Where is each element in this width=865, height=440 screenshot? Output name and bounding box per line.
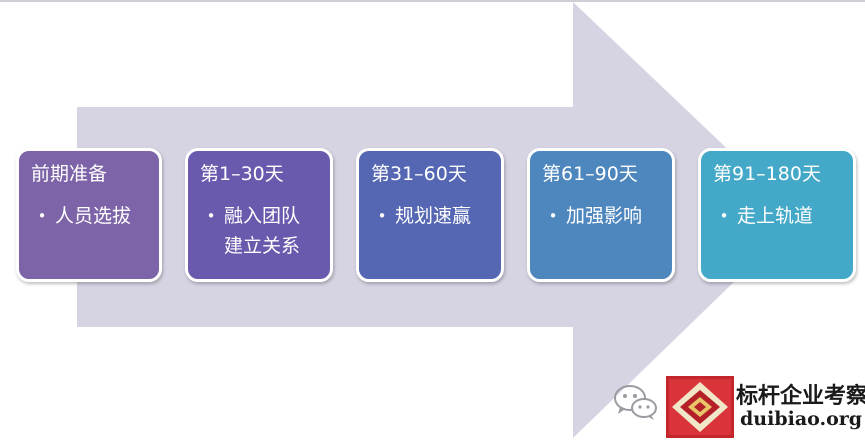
step-bullet: • 人员选拔 xyxy=(29,201,159,231)
bullet-dot-icon: • xyxy=(719,207,729,225)
brand-logo xyxy=(666,376,734,438)
step-bullet-text: 走上轨道 xyxy=(737,205,814,227)
watermark-area: 标杆企业考察 duibiao.org xyxy=(612,372,865,440)
step-bullet: • 走上轨道 xyxy=(711,201,853,231)
wechat-icon xyxy=(614,385,657,420)
step-bullet: • 规划速赢 xyxy=(369,201,501,231)
bullet-dot-icon: • xyxy=(206,207,216,225)
step-title: 前期准备 xyxy=(31,163,108,185)
brand-url: duibiao.org xyxy=(740,408,863,430)
step-title: 第91–180天 xyxy=(713,163,821,185)
step-bullet-text: 加强影响 xyxy=(566,205,643,227)
step-day-31-60: 第31–60天 • 规划速赢 xyxy=(356,148,504,282)
step-day-61-90: 第61–90天 • 加强影响 xyxy=(527,148,675,282)
step-title: 第31–60天 xyxy=(371,163,467,185)
step-preparation: 前期准备 • 人员选拔 xyxy=(16,148,162,282)
step-bullet: • 融入团队 建立关系 xyxy=(198,201,330,261)
top-divider xyxy=(0,0,865,2)
bullet-dot-icon: • xyxy=(37,207,47,225)
step-bullet-text: 融入团队 建立关系 xyxy=(224,205,301,257)
step-bullet-text: 规划速赢 xyxy=(395,205,472,227)
step-day-1-30: 第1–30天 • 融入团队 建立关系 xyxy=(185,148,333,282)
step-bullet: • 加强影响 xyxy=(540,201,672,231)
step-bullet-text: 人员选拔 xyxy=(55,205,132,227)
step-title: 第61–90天 xyxy=(542,163,638,185)
bullet-dot-icon: • xyxy=(377,207,387,225)
brand-name: 标杆企业考察 xyxy=(736,383,865,409)
bullet-dot-icon: • xyxy=(548,207,558,225)
step-title: 第1–30天 xyxy=(200,163,284,185)
step-day-91-180: 第91–180天 • 走上轨道 xyxy=(698,148,856,282)
